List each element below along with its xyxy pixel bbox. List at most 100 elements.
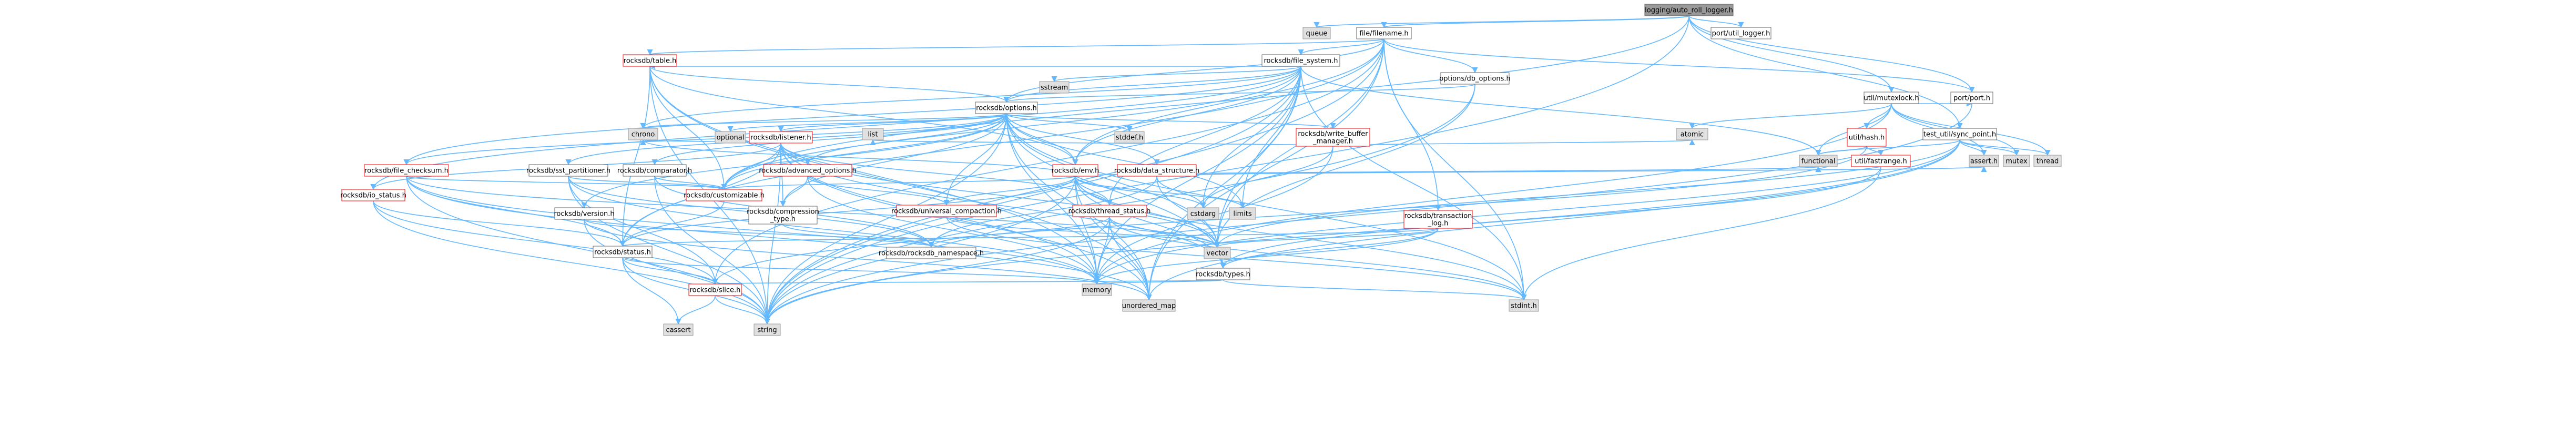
node-rocksdb-comparator[interactable]: rocksdb/comparator.h bbox=[617, 164, 692, 177]
edge-test_util_sync_point-to-functional bbox=[1815, 139, 1960, 156]
node-rocksdb-sst-partitioner[interactable]: rocksdb/sst_partitioner.h bbox=[526, 164, 610, 177]
edge-util_mutexlock-to-util_hash bbox=[1864, 103, 1892, 129]
edge-rocksdb_types-to-stdint bbox=[1223, 279, 1527, 301]
node-box bbox=[886, 247, 976, 259]
node-box bbox=[748, 206, 818, 225]
node-rocksdb-customizable[interactable]: rocksdb/customizable.h bbox=[684, 189, 765, 201]
edge-rocksdb_options-to-rocksdb_file_checksum bbox=[403, 113, 1007, 166]
node-rocksdb-env[interactable]: rocksdb/env.h bbox=[1052, 164, 1099, 177]
edge-rocksdb_options-to-rocksdb_version bbox=[581, 113, 1007, 209]
node-box bbox=[1114, 131, 1145, 144]
node-label: rocksdb/env.h bbox=[1052, 167, 1099, 175]
edge-rocksdb_io_status-to-string bbox=[373, 200, 770, 325]
edge-rocksdb_options-to-rocksdb_listener bbox=[778, 113, 1007, 133]
edge-test_util_sync_point-to-memory bbox=[1094, 139, 1960, 285]
node-file-filename[interactable]: file/filename.h bbox=[1356, 27, 1412, 39]
edge-rocksdb_file_checksum-to-memory bbox=[406, 176, 1100, 285]
node-box bbox=[623, 164, 687, 177]
node-box bbox=[1082, 283, 1112, 296]
edge-rocksdb_file_system-to-rocksdb_env bbox=[1072, 66, 1301, 166]
node-box bbox=[1039, 81, 1070, 94]
edge-rocksdb_env-to-rocksdb_customizable bbox=[721, 176, 1076, 190]
edge-rocksdb_transaction_log-to-vector bbox=[1214, 228, 1439, 248]
edge-rocksdb_env-to-rocksdb_thread_status bbox=[1075, 176, 1113, 206]
node-box bbox=[1440, 72, 1510, 85]
node-label: rocksdb/transaction_log.h bbox=[1404, 212, 1472, 228]
node-rocksdb-table[interactable]: rocksdb/table.h bbox=[623, 54, 677, 67]
edge-file_filename-to-rocksdb_file_system bbox=[1298, 38, 1384, 56]
edge-rocksdb_file_system-to-cstdarg bbox=[1200, 66, 1301, 209]
node-box bbox=[1864, 92, 1919, 104]
node-options-db-options[interactable]: options/db_options.h bbox=[1439, 72, 1511, 85]
node-assert: assert.h bbox=[1969, 155, 1999, 167]
node-label: rocksdb/io_status.h bbox=[340, 192, 406, 200]
node-rocksdb-universal-compaction[interactable]: rocksdb/universal_compaction.h bbox=[891, 205, 1002, 217]
node-box bbox=[1950, 92, 1993, 104]
edge-rocksdb_env-to-rocksdb_status bbox=[619, 176, 1076, 247]
node-box bbox=[1509, 299, 1539, 312]
node-label: string bbox=[757, 327, 777, 334]
node-label: port/util_logger.h bbox=[1712, 30, 1770, 38]
node-port-util-logger[interactable]: port/util_logger.h bbox=[1710, 27, 1771, 39]
node-atomic: atomic bbox=[1676, 128, 1708, 140]
node-util-fastrange[interactable]: util/fastrange.h bbox=[1851, 155, 1911, 167]
node-rocksdb-rocksdb-namespace[interactable]: rocksdb/rocksdb_namespace.h bbox=[879, 247, 984, 259]
node-rocksdb-thread-status[interactable]: rocksdb/thread_status.h bbox=[1068, 205, 1151, 217]
edge-rocksdb_file_checksum-to-rocksdb_customizable bbox=[406, 176, 727, 190]
node-port-port[interactable]: port/port.h bbox=[1950, 92, 1993, 104]
edge-root-to-queue bbox=[1314, 15, 1689, 28]
node-test-util-sync-point[interactable]: test_util/sync_point.h bbox=[1922, 128, 1997, 140]
node-root[interactable]: logging/auto_roll_logger.h bbox=[1644, 4, 1734, 16]
edge-rocksdb_compression_type-to-rocksdb_rocksdb_namespace bbox=[782, 224, 934, 248]
node-rocksdb-file-checksum[interactable]: rocksdb/file_checksum.h bbox=[364, 164, 449, 177]
node-sstream: sstream bbox=[1039, 81, 1070, 94]
edge-rocksdb_thread_status-to-rocksdb_rocksdb_namespace bbox=[928, 216, 1110, 248]
node-box bbox=[1117, 164, 1197, 177]
node-rocksdb-options[interactable]: rocksdb/options.h bbox=[975, 102, 1038, 114]
edge-rocksdb_options-to-rocksdb_data_structure bbox=[1006, 113, 1160, 166]
node-box bbox=[754, 323, 781, 336]
node-box bbox=[2033, 155, 2062, 167]
node-rocksdb-listener[interactable]: rocksdb/listener.h bbox=[749, 131, 813, 144]
edge-file_filename-to-port_port bbox=[1383, 38, 1975, 93]
node-label: util/hash.h bbox=[1849, 134, 1885, 142]
node-box bbox=[1356, 27, 1412, 39]
node-rocksdb-version[interactable]: rocksdb/version.h bbox=[554, 207, 615, 220]
node-rocksdb-advanced-options[interactable]: rocksdb/advanced_options.h bbox=[759, 164, 857, 177]
node-rocksdb-file-system[interactable]: rocksdb/file_system.h bbox=[1261, 54, 1340, 67]
node-label: util/fastrange.h bbox=[1855, 158, 1907, 166]
node-label: rocksdb/comparator.h bbox=[617, 167, 692, 175]
node-label: queue bbox=[1306, 30, 1328, 38]
node-util-mutexlock[interactable]: util/mutexlock.h bbox=[1864, 92, 1919, 104]
edge-file_filename-to-rocksdb_slice bbox=[712, 38, 1384, 285]
edge-options_db_options-to-string bbox=[764, 84, 1475, 325]
node-label: rocksdb/rocksdb_namespace.h bbox=[879, 250, 984, 258]
node-rocksdb-write-buffer-manager[interactable]: rocksdb/write_buffer_manager.h bbox=[1296, 128, 1370, 147]
edge-rocksdb_comparator-to-string bbox=[654, 176, 770, 325]
node-rocksdb-transaction-log[interactable]: rocksdb/transaction_log.h bbox=[1403, 210, 1473, 229]
node-box bbox=[1072, 205, 1147, 217]
edge-rocksdb_transaction_log-to-rocksdb_status bbox=[620, 228, 1439, 247]
node-mutex: mutex bbox=[2003, 155, 2030, 167]
node-rocksdb-slice[interactable]: rocksdb/slice.h bbox=[688, 283, 742, 296]
node-box bbox=[749, 131, 813, 144]
node-box bbox=[1644, 4, 1734, 16]
node-label: stddef.h bbox=[1116, 134, 1143, 142]
edge-root-to-string bbox=[764, 15, 1689, 325]
node-label: rocksdb/slice.h bbox=[690, 287, 741, 295]
node-util-hash[interactable]: util/hash.h bbox=[1847, 128, 1887, 147]
node-rocksdb-data-structure[interactable]: rocksdb/data_structure.h bbox=[1114, 164, 1200, 177]
node-rocksdb-compression-type[interactable]: rocksdb/compression_type.h bbox=[747, 206, 819, 225]
edge-root-to-port_util_logger bbox=[1688, 15, 1744, 28]
node-box bbox=[1196, 268, 1250, 280]
node-optional: optional bbox=[715, 131, 746, 144]
node-rocksdb-status[interactable]: rocksdb/status.h bbox=[593, 246, 653, 258]
node-rocksdb-types[interactable]: rocksdb/types.h bbox=[1196, 268, 1250, 280]
edge-rocksdb_file_system-to-sstream bbox=[1051, 66, 1301, 83]
node-label: rocksdb/status.h bbox=[594, 249, 651, 257]
node-rocksdb-io-status[interactable]: rocksdb/io_status.h bbox=[340, 189, 406, 201]
edge-rocksdb_listener-to-rocksdb_thread_status bbox=[780, 143, 1113, 206]
node-box bbox=[1302, 27, 1331, 39]
node-label: chrono bbox=[632, 131, 655, 139]
